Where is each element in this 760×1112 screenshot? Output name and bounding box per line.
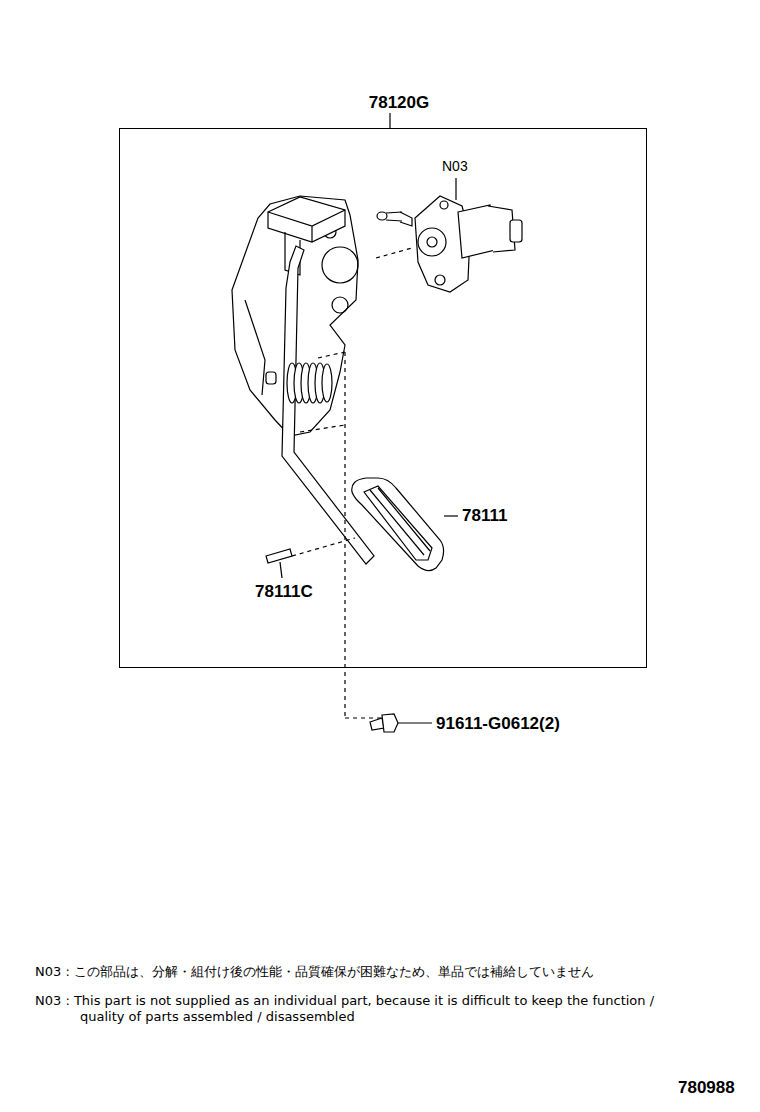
note-text: N03 : This part is not supplied as an in… bbox=[35, 993, 695, 1024]
assembly-box: 78120G bbox=[119, 128, 647, 668]
part-number: 91611-G0612(2) bbox=[436, 714, 560, 734]
part-number: 78111 bbox=[462, 506, 507, 526]
note-ref: N03 bbox=[442, 158, 468, 175]
note-text: N03 : この部品は、分解・組付け後の性能・品質確保が困難なため、単品では補給… bbox=[35, 964, 735, 980]
part-number: 78120G bbox=[369, 93, 430, 113]
figure-number: 780988 bbox=[678, 1078, 735, 1098]
part-number: 78111C bbox=[255, 582, 313, 602]
